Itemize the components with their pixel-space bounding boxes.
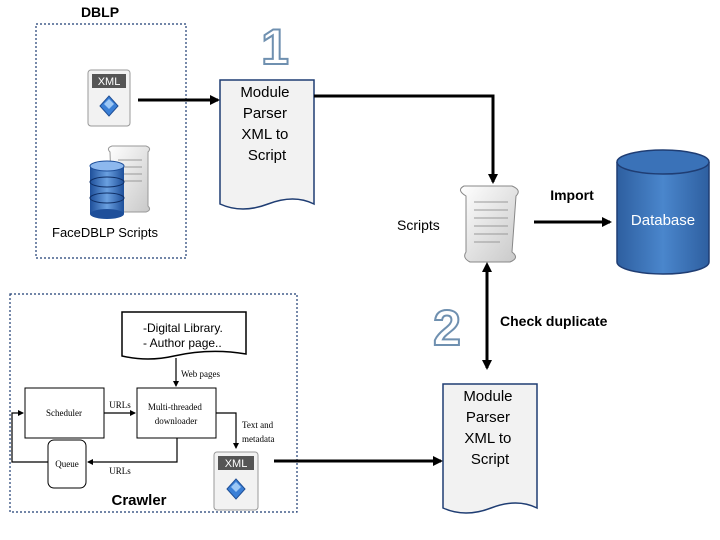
source-item-2: - Author page..	[143, 336, 222, 350]
module-parser-bottom: Module Parser XML to Script	[442, 383, 538, 514]
svg-text:Module Parser XML: Module Parser XML to Script	[240, 84, 293, 164]
database-label: Database	[631, 212, 695, 229]
scripts-icon	[460, 185, 519, 263]
dblp-group: DBLP XML FaceDBLP Scripts	[35, 4, 187, 259]
queue-label: Queue	[55, 459, 79, 469]
scripts-label: Scripts	[397, 217, 440, 233]
module-bottom-line-3: XML to	[464, 430, 511, 447]
import-label: Import	[550, 187, 594, 203]
arrow-downloader-to-queue	[87, 438, 178, 465]
xml-file-icon: XML	[87, 69, 131, 127]
svg-text:Multi-threaded downloade: Multi-threaded downloader	[148, 402, 204, 426]
step-two-number: 2	[433, 300, 461, 356]
downloader-line-2: downloader	[155, 416, 198, 426]
module-bottom-line-2: Parser	[466, 409, 510, 426]
xml-icon-label: XML	[98, 76, 121, 88]
dblp-title: DBLP	[81, 4, 119, 20]
facedblp-scripts-icon	[89, 145, 151, 219]
module-top-line-4: Script	[248, 147, 287, 164]
facedblp-scripts-label: FaceDBLP Scripts	[52, 225, 158, 240]
svg-text:Module Parser XML: Module Parser XML to Script	[463, 388, 516, 468]
crawler-xml-file-icon: XML	[213, 451, 259, 511]
module-top-line-3: XML to	[241, 126, 288, 143]
downloader-line-1: Multi-threaded	[148, 402, 202, 412]
crawler-title: Crawler	[111, 492, 166, 509]
module-bottom-line-4: Script	[471, 451, 510, 468]
scheduler-label: Scheduler	[46, 408, 82, 418]
check-duplicate-label: Check duplicate	[500, 313, 608, 329]
database-cylinder: Database	[616, 149, 710, 275]
module-top-line-2: Parser	[243, 105, 287, 122]
text-metadata-line-1: Text and	[242, 420, 274, 430]
svg-text:-Digital Library. - Au: -Digital Library. - Author page..	[143, 321, 226, 350]
downloader-box	[136, 387, 217, 439]
crawler-xml-icon-label: XML	[225, 458, 248, 470]
text-metadata-line-2: metadata	[242, 434, 274, 444]
arrow-queue-to-scheduler	[11, 410, 48, 463]
arrow-downloader-to-xml	[216, 412, 239, 449]
crawler-group: -Digital Library. - Author page.. Web pa…	[9, 293, 298, 513]
source-item-1: -Digital Library.	[143, 321, 223, 335]
sources-document: -Digital Library. - Author page..	[121, 311, 247, 360]
module-parser-top: Module Parser XML to Script	[219, 79, 315, 210]
scheduler-box	[24, 387, 105, 439]
step-one-number: 1	[261, 19, 289, 75]
module-bottom-line-1: Module	[463, 388, 512, 405]
urls-top-label: URLs	[109, 400, 131, 410]
queue-box	[47, 439, 87, 489]
web-pages-label: Web pages	[181, 369, 221, 379]
svg-text:Text and metadata: Text and metadata	[242, 420, 275, 444]
urls-bottom-label: URLs	[109, 466, 131, 476]
arrow-module-to-scripts	[314, 94, 498, 184]
module-top-line-1: Module	[240, 84, 289, 101]
